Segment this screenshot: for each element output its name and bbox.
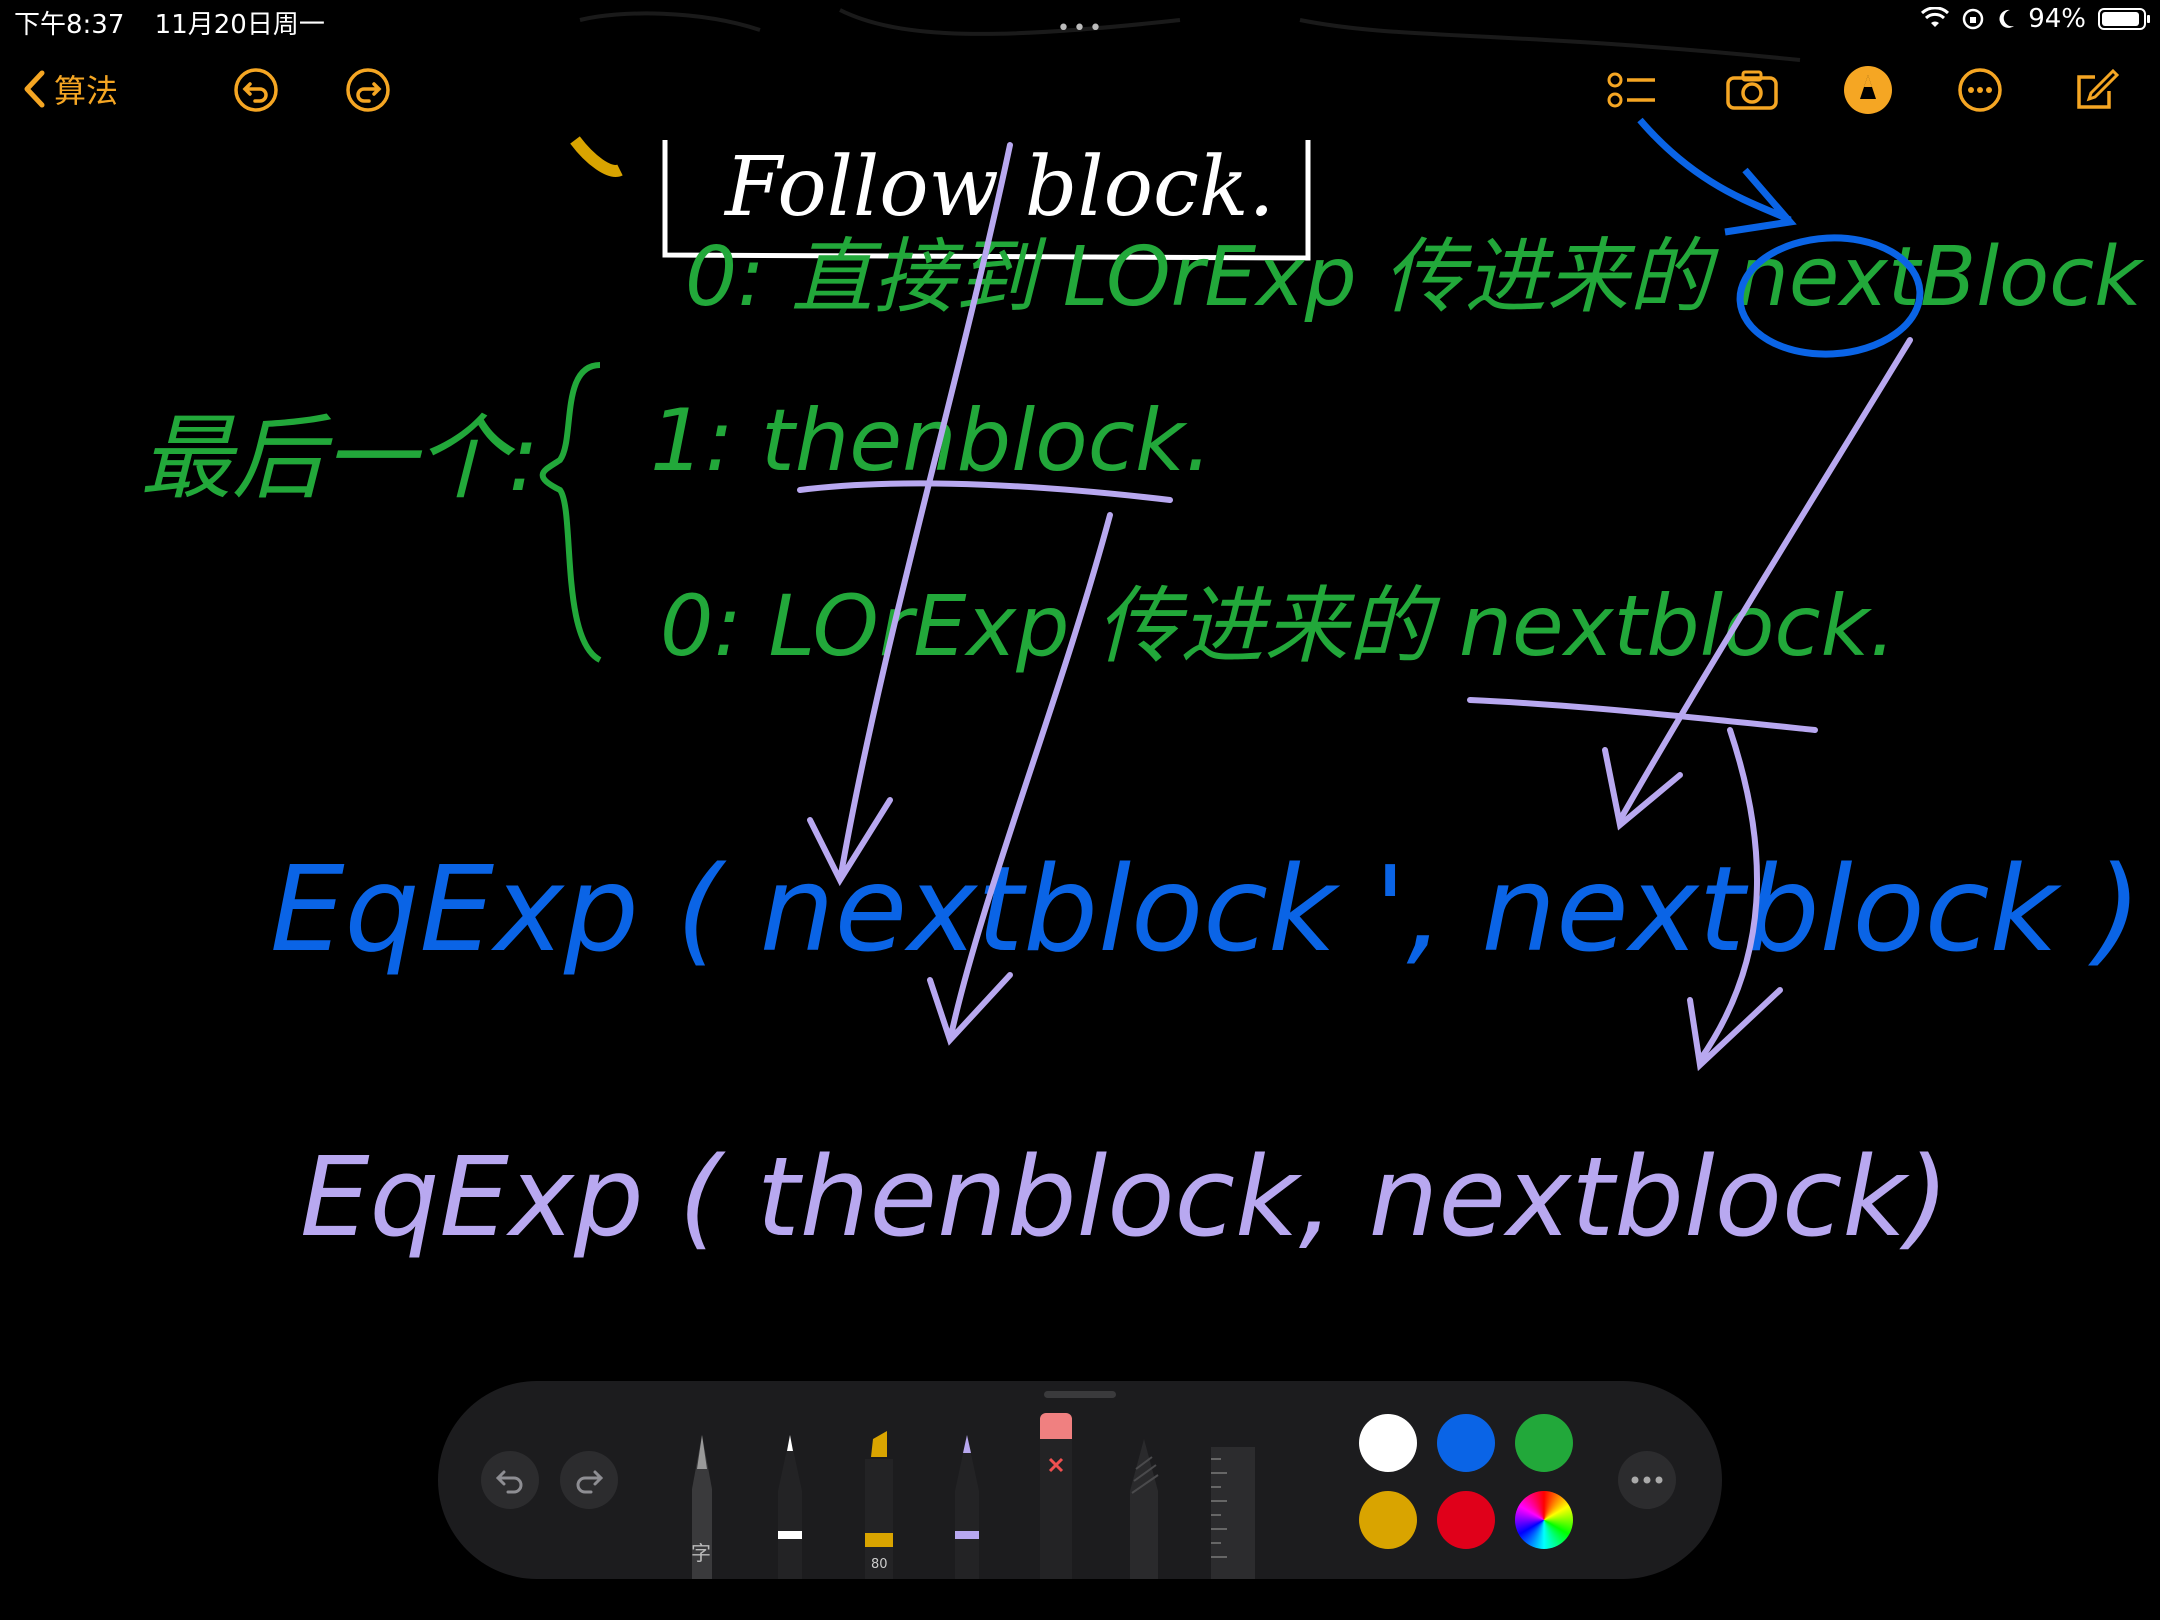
undo-icon: [234, 68, 278, 112]
camera-icon: [1726, 70, 1778, 110]
color-green-swatch[interactable]: [1515, 1414, 1573, 1472]
markup-button[interactable]: [1838, 60, 1898, 120]
text-pen-glyph: 字: [691, 1541, 711, 1565]
pen-tool[interactable]: [762, 1429, 818, 1579]
pen-icon: [778, 1435, 802, 1579]
status-bar-left: 下午8:37 11月20日周一: [14, 4, 347, 41]
brace: [539, 362, 602, 663]
chevron-left-icon: [24, 70, 45, 108]
ruler-icon: [1211, 1447, 1255, 1579]
compose-button[interactable]: [2066, 60, 2126, 120]
redo-button[interactable]: [338, 60, 398, 120]
status-time: 下午8:37: [14, 10, 125, 40]
tool-palette: 字 80: [438, 1381, 1722, 1579]
blue-arrow: [1637, 117, 1797, 236]
eraser-tool[interactable]: [1028, 1409, 1084, 1579]
pencil-tool[interactable]: [939, 1429, 995, 1579]
line1-text: 0: 直接到 LOrExp 传进来的 nextBlock: [685, 230, 2145, 325]
markup-icon: [1844, 66, 1892, 114]
nextblock-circle: [1736, 234, 1924, 358]
eq1-text: EqExp ( nextblock ', nextblock ): [270, 840, 2141, 978]
wifi-icon: [1921, 7, 1950, 27]
battery-icon: [2098, 8, 2150, 30]
compose-icon: [2077, 68, 2119, 109]
marker-icon: [865, 1431, 893, 1579]
color-yellow-swatch[interactable]: [1359, 1491, 1417, 1549]
back-label: 算法: [54, 72, 119, 110]
more-dots-icon: [1631, 1476, 1663, 1484]
undo-arrow-icon: [495, 1470, 523, 1494]
palette-more-button[interactable]: [1618, 1451, 1676, 1509]
status-bar-right: 94%: [1920, 4, 2150, 34]
more-button[interactable]: [1950, 60, 2010, 120]
blue-annotations: [1637, 117, 1924, 358]
crayon-icon: [1130, 1439, 1159, 1579]
marker-width-label: 80: [871, 1557, 888, 1572]
status-date: 11月20日周一: [154, 10, 325, 40]
checklist-icon: [1607, 72, 1655, 108]
lavender-arrows: [797, 142, 1913, 1072]
case0-text: 0: LOrExp 传进来的 nextblock.: [660, 577, 1896, 675]
background-ink: [579, 8, 1801, 62]
green-notes: 0: 直接到 LOrExp 传进来的 nextBlock 最后一个: 1: th…: [140, 136, 2145, 675]
text-pen-tool[interactable]: 字: [674, 1429, 730, 1579]
moon-icon: [1999, 9, 2015, 28]
palette-redo-button[interactable]: [560, 1451, 618, 1509]
crayon-tool[interactable]: [1116, 1429, 1172, 1579]
palette-grab-handle[interactable]: [1044, 1391, 1116, 1398]
battery-percent: 94%: [2028, 4, 2086, 34]
palette-undo-button[interactable]: [481, 1451, 539, 1509]
color-blue-swatch[interactable]: [1437, 1414, 1495, 1472]
ruler-tool[interactable]: [1205, 1429, 1261, 1579]
blue-equation: EqExp ( nextblock ', nextblock ): [270, 840, 2141, 978]
redo-icon: [346, 68, 390, 112]
pencil-icon: [955, 1435, 979, 1579]
eq2-text: EqExp ( thenblock, nextblock): [300, 1133, 1949, 1261]
last-label-text: 最后一个:: [140, 405, 539, 512]
undo-button[interactable]: [226, 60, 286, 120]
orientation-lock-icon: [1962, 8, 1984, 30]
text-pen-icon: [692, 1435, 712, 1579]
nav-bar: 算法: [0, 60, 2160, 122]
camera-button[interactable]: [1722, 60, 1782, 120]
multitasking-dots-icon[interactable]: •••: [1057, 16, 1105, 41]
more-icon: [1958, 68, 2002, 112]
color-picker-swatch[interactable]: [1515, 1491, 1573, 1549]
checklist-button[interactable]: [1602, 60, 1662, 120]
color-red-swatch[interactable]: [1437, 1491, 1495, 1549]
redo-arrow-icon: [576, 1470, 604, 1494]
eraser-icon: [1040, 1413, 1072, 1579]
marker-tool[interactable]: 80: [851, 1429, 907, 1579]
lavender-equation: EqExp ( thenblock, nextblock): [300, 1133, 1949, 1261]
back-button[interactable]: 算法: [22, 66, 118, 112]
color-white-swatch[interactable]: [1359, 1414, 1417, 1472]
